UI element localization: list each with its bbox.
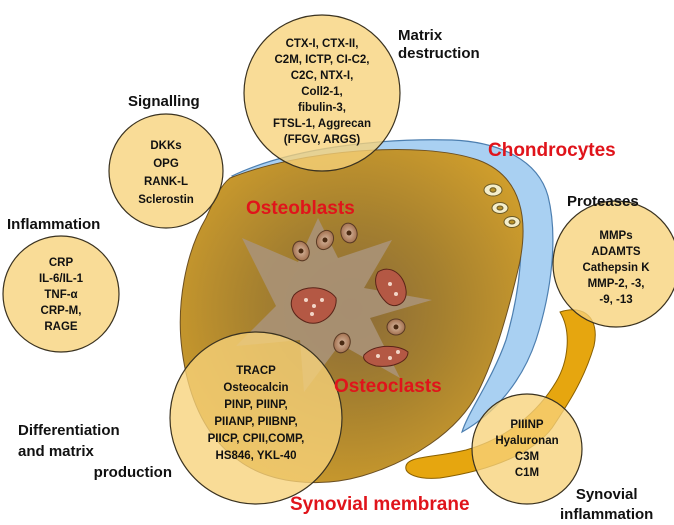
marker-line: Sclerostin [138,194,194,206]
tissue-synovial-membrane: Synovial membrane [290,494,470,515]
category-line: Differentiation [18,422,120,439]
marker-line: Cathepsin K [582,262,650,274]
bubble-inflammation [2,235,120,353]
marker-line: -9, -13 [599,294,633,306]
category-proteases: Proteases [567,193,639,210]
tissue-osteoblasts: Osteoblasts [246,198,355,219]
category-line: and matrix [18,443,94,460]
synovial-markers: PIIINP Hyaluronan C3M C1M [478,414,576,484]
bubble-signalling [108,113,224,229]
marker-line: DKKs [150,140,182,152]
category-inflammation: Inflammation [7,216,101,233]
matrix-destruction-markers: CTX-I, CTX-II, C2M, ICTP, CI-C2, C2C, NT… [244,25,400,159]
bubble-differentiation [169,331,343,505]
bubble-matrix-destruction [243,14,401,172]
tissue-osteoclasts: Osteoclasts [334,376,442,397]
marker-line: fibulin-3, [298,102,346,114]
marker-line: TNF-α [44,289,78,301]
bubble-synovial [471,393,583,505]
category-line: production [93,464,172,481]
category-signalling: Signalling [128,93,200,110]
marker-line: MMP-2, -3, [587,278,645,290]
marker-line: CTX-I, CTX-II, [285,38,359,50]
category-differentiation: Differentiation and matrix production [18,420,172,483]
category-line: destruction [398,45,480,62]
marker-line: HS846, YKL-40 [215,450,297,462]
marker-line: Osteocalcin [223,382,289,394]
marker-line: PIIINP [510,419,544,431]
chondrocyte-cells [483,183,521,228]
marker-bubbles [2,14,674,505]
bubble-proteases [552,200,674,328]
marker-line: C3M [514,451,540,463]
marker-line: MMPs [599,230,633,242]
marker-line: (FFGV, ARGS) [283,134,361,146]
category-synovial-inflammation: Synovial inflammation [560,485,653,525]
marker-line: PIICP, CPII,COMP, [207,433,305,445]
marker-line: TRACP [236,365,276,377]
marker-line: C1M [514,467,540,479]
proteases-markers: MMPs ADAMTS Cathepsin K MMP-2, -3, -9, -… [560,226,672,310]
inflammation-markers: CRP IL-6/IL-1 TNF-α CRP-M, RAGE [11,252,111,338]
differentiation-markers: TRACP Osteocalcin PINP, PIINP, PIIANP, P… [178,360,334,468]
marker-line: C2C, NTX-I, [290,70,354,82]
marker-line: C2M, ICTP, CI-C2, [274,54,370,66]
category-line: Matrix [398,27,443,44]
marker-line: PIIANP, PIIBNP, [214,416,298,428]
category-line: inflammation [560,506,654,523]
tissue-chondrocytes: Chondrocytes [488,140,616,161]
marker-line: ADAMTS [591,246,641,258]
category-line: Synovial [575,486,638,503]
marker-line: RANK-L [143,176,189,188]
marker-line: Hyaluronan [495,435,559,447]
marker-line: CRP [48,257,74,269]
signalling-markers: DKKs OPG RANK-L Sclerostin [116,136,216,210]
marker-line: CRP-M, [40,305,82,317]
marker-line: IL-6/IL-1 [38,273,84,285]
marker-line: FTSL-1, Aggrecan [273,118,371,130]
marker-line: RAGE [44,321,78,333]
category-matrix-destruction: Matrix destruction [398,27,480,63]
marker-line: PINP, PIINP, [224,399,288,411]
marker-line: OPG [153,158,179,170]
marker-line: Coll2-1, [301,86,343,98]
